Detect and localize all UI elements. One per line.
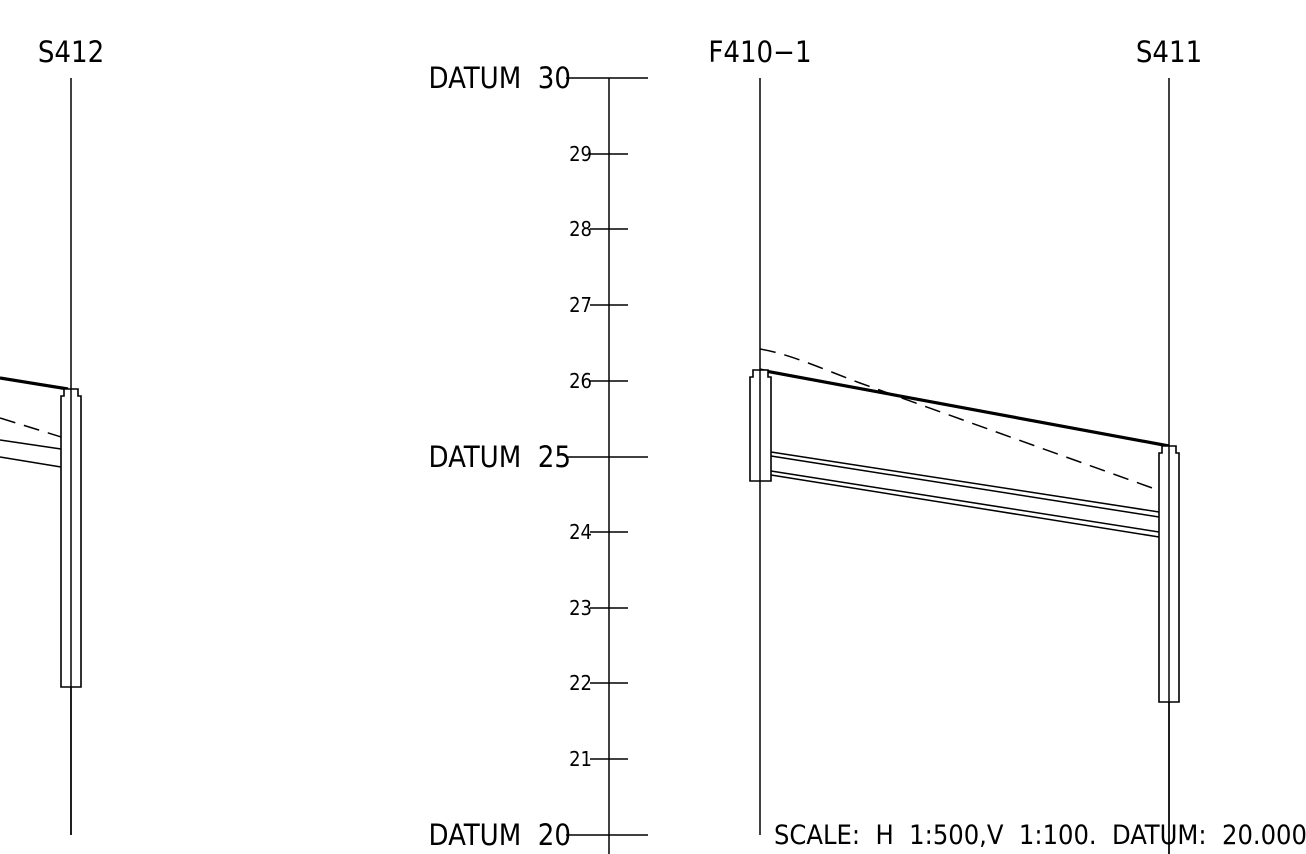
scale-label-27: 27 [569, 293, 592, 317]
datum-label-25: DATUM 25 [429, 440, 571, 474]
datum-label-20: DATUM 20 [429, 818, 571, 852]
pipe-crown-outer [770, 451, 1160, 513]
manhole-label-s412: S412 [38, 35, 104, 69]
existing-ground-dashed [759, 348, 1170, 495]
manhole-label-f410-1: F410−1 [708, 35, 811, 69]
scale-note: SCALE: H 1:500,V 1:100. DATUM: 20.000 [774, 820, 1306, 851]
scale-label-23: 23 [569, 596, 592, 620]
manhole-label-s411: S411 [1136, 35, 1202, 69]
existing-ground-dashed-left [0, 417, 72, 441]
ground-line [759, 368, 1170, 448]
scale-label-28: 28 [569, 217, 592, 241]
scale-label-29: 29 [569, 142, 592, 166]
ground-line-left [0, 376, 69, 391]
scale-label-26: 26 [569, 369, 592, 393]
pipe-bottom-left [0, 456, 62, 468]
datum-label-30: DATUM 30 [429, 61, 571, 95]
section-f410-s411: F410−1 S411 SCALE: H 1:500,V 1:100. DATU… [708, 35, 1306, 854]
pipe-top-left [0, 439, 62, 450]
scale-label-22: 22 [569, 671, 592, 695]
scale-label-24: 24 [569, 520, 592, 544]
section-s412: S412 [0, 35, 104, 835]
pipe-invert-inner [770, 470, 1160, 533]
datum-scale: DATUM 30 DATUM 25 DATUM 20 29 28 27 26 2… [429, 61, 648, 854]
pipe-crown-inner [770, 455, 1160, 518]
scale-label-21: 21 [569, 747, 592, 771]
pipe-invert-outer [770, 474, 1160, 538]
